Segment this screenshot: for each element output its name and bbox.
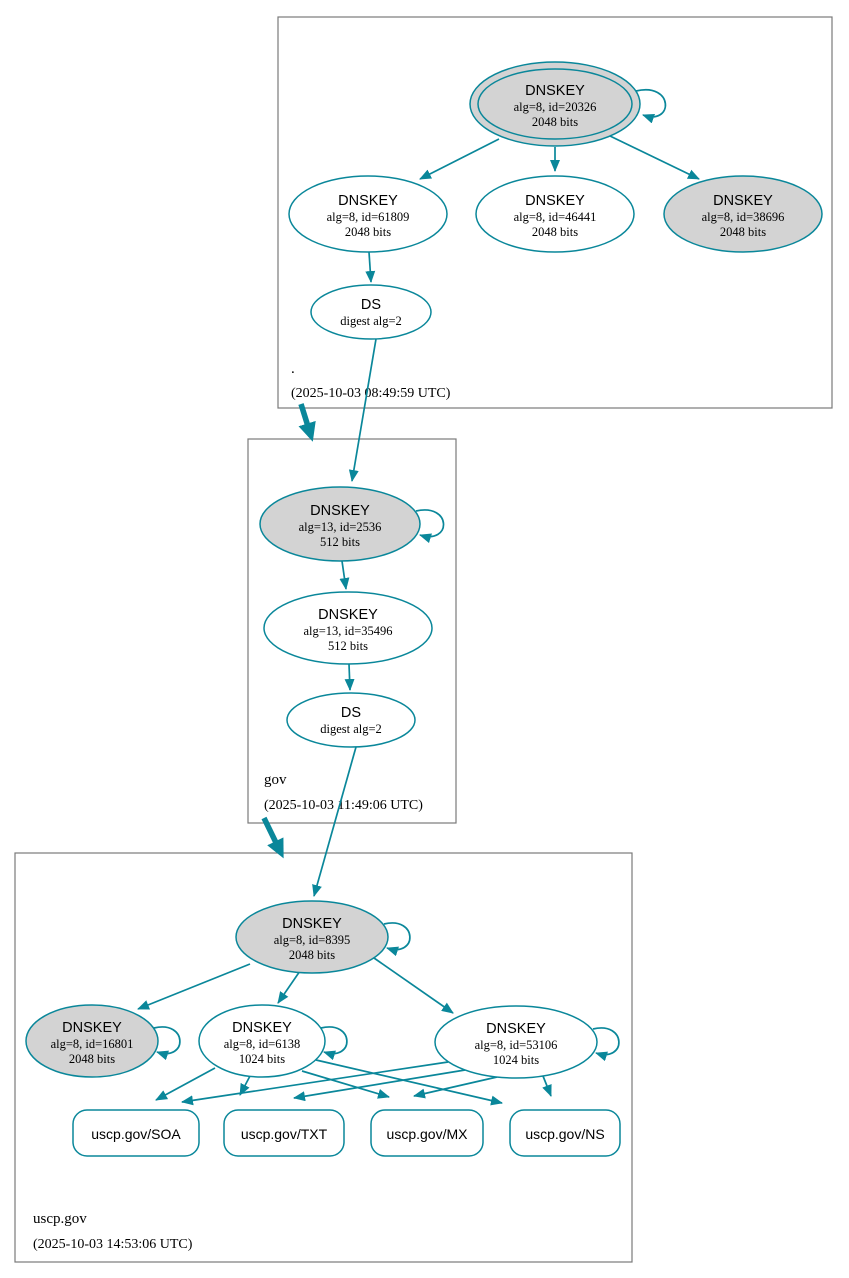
zone-timestamp-root: (2025-10-03 08:49:59 UTC): [291, 386, 451, 401]
node-title: DNSKEY: [318, 607, 378, 623]
node-detail: 2048 bits: [69, 1052, 115, 1066]
edge-53106-to-mx: [413, 1076, 498, 1099]
node-detail: alg=8, id=20326: [514, 100, 597, 114]
node-detail: alg=13, id=35496: [303, 624, 392, 638]
dnskey-node-6138[interactable]: DNSKEY alg=8, id=6138 1024 bits: [198, 1004, 326, 1078]
rrset-node-uscp-gov-ns[interactable]: uscp.gov/NS: [509, 1109, 621, 1157]
dnskey-node-61809[interactable]: DNSKEY alg=8, id=61809 2048 bits: [288, 175, 448, 253]
node-detail: 2048 bits: [289, 948, 335, 962]
rrset-label: uscp.gov/TXT: [241, 1126, 328, 1142]
dnskey-node-53106[interactable]: DNSKEY alg=8, id=53106 1024 bits: [434, 1005, 598, 1079]
node-detail: 2048 bits: [532, 115, 578, 129]
edge-53106-selfloop: [592, 1027, 620, 1062]
edge-61809-to-ds: [365, 251, 376, 283]
dnskey-node-2536[interactable]: DNSKEY alg=13, id=2536 512 bits: [259, 486, 421, 562]
node-detail: alg=8, id=46441: [514, 210, 597, 224]
node-detail: alg=8, id=16801: [51, 1037, 134, 1051]
edges-uscp-gov: [137, 922, 620, 1106]
edge-6138-to-ns: [315, 1059, 503, 1106]
edge-gov-ksk-to-35496: [339, 560, 350, 590]
edge-6138-to-soa: [155, 1067, 216, 1101]
node-title: DNSKEY: [338, 193, 398, 209]
node-detail: 2048 bits: [345, 225, 391, 239]
edge-root-ksk-to-38696: [609, 135, 700, 180]
edge-gov-ksk-selfloop: [415, 509, 445, 544]
rrset-node-uscp-gov-txt[interactable]: uscp.gov/TXT: [223, 1109, 345, 1157]
edge-root-ds-to-gov-ksk: [348, 338, 377, 482]
edge-root-ksk-selfloop: [635, 88, 667, 124]
zone-timestamp-gov: (2025-10-03 11:49:06 UTC): [264, 798, 423, 813]
edge-8395-to-53106: [373, 957, 454, 1014]
rrset-label: uscp.gov/MX: [387, 1126, 469, 1142]
dnskey-node-46441[interactable]: DNSKEY alg=8, id=46441 2048 bits: [475, 175, 635, 253]
zone-timestamp-uscp-gov: (2025-10-03 14:53:06 UTC): [33, 1237, 193, 1252]
edges-root: [298, 88, 700, 482]
edge-root-zone-to-gov-zone: [298, 403, 316, 442]
node-detail: alg=8, id=38696: [702, 210, 785, 224]
rrset-label: uscp.gov/NS: [525, 1126, 604, 1142]
zone-label-gov: gov: [264, 772, 287, 788]
node-detail: 1024 bits: [239, 1052, 285, 1066]
ds-node-root[interactable]: DS digest alg=2: [310, 284, 432, 340]
edge-gov-ds-to-uscp-ksk: [312, 746, 357, 897]
edge-8395-to-6138: [277, 970, 301, 1004]
node-title: DNSKEY: [232, 1020, 292, 1036]
rrset-node-uscp-gov-soa[interactable]: uscp.gov/SOA: [72, 1109, 200, 1157]
zone-label-root: .: [291, 361, 295, 377]
node-title: DNSKEY: [486, 1021, 546, 1037]
rrset-label: uscp.gov/SOA: [91, 1126, 181, 1142]
node-title: DNSKEY: [525, 193, 585, 209]
edge-53106-to-txt: [293, 1069, 466, 1102]
node-title: DNSKEY: [282, 916, 342, 932]
edge-53106-to-ns: [542, 1075, 552, 1097]
dnskey-node-8395[interactable]: DNSKEY alg=8, id=8395 2048 bits: [235, 900, 389, 974]
dnskey-node-20326[interactable]: DNSKEY alg=8, id=20326 2048 bits: [469, 61, 641, 147]
dnskey-node-38696[interactable]: DNSKEY alg=8, id=38696 2048 bits: [663, 175, 823, 253]
edge-16801-selfloop: [153, 1026, 181, 1061]
node-title: DS: [341, 705, 361, 721]
node-detail: alg=8, id=61809: [327, 210, 410, 224]
edge-root-ksk-to-61809: [419, 138, 500, 180]
node-detail: digest alg=2: [340, 314, 402, 328]
node-title: DNSKEY: [713, 193, 773, 209]
node-title: DNSKEY: [62, 1020, 122, 1036]
ds-node-gov[interactable]: DS digest alg=2: [286, 692, 416, 748]
node-title: DS: [361, 297, 381, 313]
node-title: DNSKEY: [310, 503, 370, 519]
edges-gov: [261, 509, 445, 897]
node-detail: digest alg=2: [320, 722, 382, 736]
edge-6138-selfloop: [320, 1026, 348, 1061]
node-detail: alg=8, id=8395: [274, 933, 351, 947]
dnskey-node-16801[interactable]: DNSKEY alg=8, id=16801 2048 bits: [25, 1004, 159, 1078]
edge-8395-selfloop: [383, 922, 411, 957]
node-detail: 512 bits: [320, 535, 360, 549]
edge-53106-to-soa: [181, 1061, 449, 1106]
node-detail: 2048 bits: [532, 225, 578, 239]
node-detail: alg=8, id=53106: [475, 1038, 558, 1052]
edge-8395-to-16801: [137, 963, 251, 1010]
edge-6138-to-txt: [239, 1075, 251, 1096]
node-detail: 2048 bits: [720, 225, 766, 239]
node-detail: alg=13, id=2536: [299, 520, 382, 534]
zone-label-uscp-gov: uscp.gov: [33, 1211, 87, 1227]
node-detail: 512 bits: [328, 639, 368, 653]
dnskey-node-35496[interactable]: DNSKEY alg=13, id=35496 512 bits: [263, 591, 433, 665]
edge-gov-zone-to-uscp-zone: [261, 816, 284, 859]
edge-35496-to-ds: [344, 663, 355, 691]
node-detail: 1024 bits: [493, 1053, 539, 1067]
edge-6138-to-mx: [301, 1070, 390, 1099]
rrset-node-uscp-gov-mx[interactable]: uscp.gov/MX: [370, 1109, 484, 1157]
node-detail: alg=8, id=6138: [224, 1037, 301, 1051]
node-title: DNSKEY: [525, 83, 585, 99]
